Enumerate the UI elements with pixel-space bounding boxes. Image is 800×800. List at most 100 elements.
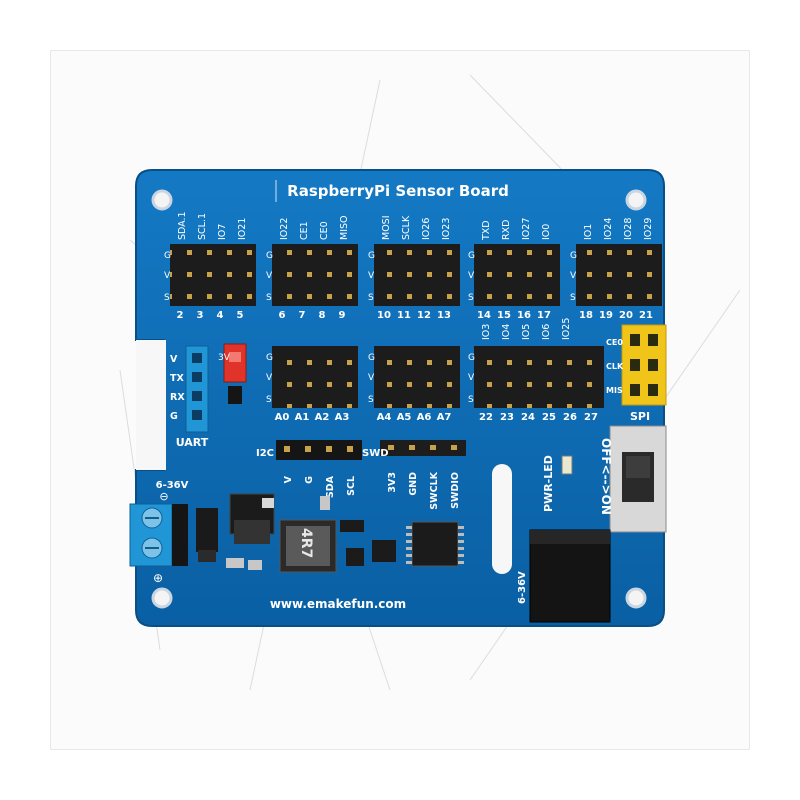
- row-mark-g: G: [368, 251, 375, 261]
- analog-pin-label: A2: [315, 412, 330, 423]
- pin-function-label: IO27: [521, 218, 532, 240]
- io-function-label: IO25: [561, 318, 572, 340]
- uart-row-label: TX: [170, 373, 184, 384]
- swd-pin-label: SWDIO: [450, 472, 461, 509]
- screw-terminal[interactable]: [129, 503, 188, 567]
- swd-header[interactable]: [380, 440, 466, 456]
- row-mark-v: V: [368, 373, 375, 383]
- spi-row-label: MIS: [606, 386, 623, 395]
- io-function-label: IO6: [541, 324, 552, 340]
- i2c-header[interactable]: [276, 440, 362, 460]
- io-pin-number: 22: [479, 412, 493, 423]
- pin-function-label: SDA.1: [177, 211, 188, 240]
- io-header-block[interactable]: [474, 346, 604, 408]
- inductor-label: 4R7: [298, 528, 314, 558]
- barrel-jack[interactable]: [529, 529, 611, 623]
- pin-number-label: 17: [537, 310, 551, 321]
- pin-function-label: IO0: [541, 224, 552, 240]
- pin-function-label: MISO: [339, 215, 350, 240]
- io-function-label: IO4: [501, 324, 512, 340]
- uart-row-labels: V TX RX G: [170, 354, 185, 422]
- pin-number-label: 10: [377, 310, 391, 321]
- pin-number-label: 21: [639, 310, 653, 321]
- row-mark-s: S: [570, 293, 576, 303]
- mount-holes: [151, 189, 647, 609]
- swd-pin-label: SWCLK: [429, 471, 440, 509]
- pin-number-label: 9: [339, 310, 346, 321]
- row-mark-v: V: [266, 271, 273, 281]
- i2c-pin-label: SDA: [325, 475, 336, 498]
- header-block[interactable]: [272, 244, 358, 306]
- plus-symbol: ⊕: [153, 571, 163, 585]
- red-jumper[interactable]: [223, 343, 247, 404]
- pin-number-label: 14: [477, 310, 491, 321]
- i2c-pin-label: V: [283, 475, 294, 483]
- analog-pin-label: A7: [437, 412, 452, 423]
- pin-number-label: 8: [319, 310, 326, 321]
- pin-number-label: 19: [599, 310, 613, 321]
- analog-pin-label: A4: [377, 412, 392, 423]
- pin-number-label: 18: [579, 310, 593, 321]
- header-block[interactable]: [170, 244, 256, 306]
- pin-number-label: 6: [279, 310, 286, 321]
- row-mark-g: G: [266, 251, 273, 261]
- uart-3v-label: 3V: [218, 353, 231, 363]
- row-mark-s: S: [164, 293, 170, 303]
- pin-function-label: CE0: [319, 221, 330, 240]
- website-label: www.emakefun.com: [270, 597, 406, 611]
- row-mark-s: S: [468, 395, 474, 405]
- pin-function-label: IO28: [623, 218, 634, 240]
- row-mark-g: G: [468, 251, 475, 261]
- row-mark-g: G: [368, 353, 375, 363]
- uart-label: UART: [176, 436, 209, 449]
- analog-pin-label: A5: [397, 412, 412, 423]
- i2c-pin-label: SCL: [346, 476, 357, 496]
- uart-row-label: G: [170, 411, 178, 422]
- pwr-led-label: PWR-LED: [542, 455, 555, 512]
- uart-row-label: V: [170, 354, 178, 365]
- analog-header-block[interactable]: [272, 346, 358, 408]
- swd-pin-label: 3V3: [387, 472, 398, 493]
- spi-header[interactable]: [621, 324, 667, 406]
- pin-function-label: IO1: [583, 224, 594, 240]
- pin-function-label: SCLK: [401, 215, 412, 240]
- header-block[interactable]: [576, 244, 662, 306]
- analog-header-block[interactable]: [374, 346, 460, 408]
- header-block[interactable]: [474, 244, 560, 306]
- row-mark-g: G: [570, 251, 577, 261]
- header-block[interactable]: [374, 244, 460, 306]
- mcu-chip: [406, 521, 464, 567]
- pin-function-label: SCL.1: [197, 213, 208, 240]
- pin-function-label: IO29: [643, 218, 654, 240]
- row-mark-v: V: [468, 271, 475, 281]
- row-mark-g: G: [164, 251, 171, 261]
- board-slot: [492, 464, 512, 574]
- row-mark-g: G: [266, 353, 273, 363]
- pwr-led: [561, 455, 573, 475]
- row-mark-v: V: [570, 271, 577, 281]
- pin-function-label: MOSI: [381, 215, 392, 240]
- analog-pin-label: A0: [275, 412, 290, 423]
- row-mark-s: S: [368, 293, 374, 303]
- pin-function-label: IO24: [603, 218, 614, 240]
- pin-number-label: 11: [397, 310, 411, 321]
- row-mark-v: V: [368, 271, 375, 281]
- uart-row-label: RX: [170, 392, 185, 403]
- power-switch[interactable]: [609, 425, 667, 533]
- pin-number-label: 3: [197, 310, 204, 321]
- row-mark-s: S: [368, 395, 374, 405]
- swd-pin-label: GND: [408, 472, 419, 496]
- analog-pin-label: A6: [417, 412, 432, 423]
- input-voltage-label: 6-36V: [156, 480, 189, 491]
- uart-header[interactable]: [185, 345, 209, 433]
- swd-pin-labels: 3V3 GND SWCLK SWDIO: [387, 471, 461, 509]
- row-mark-g: G: [468, 353, 475, 363]
- pcb-cutout: [136, 340, 166, 470]
- i2c-label: I2C: [256, 448, 274, 459]
- io-pin-number: 27: [584, 412, 598, 423]
- board-title: RaspberryPi Sensor Board: [287, 182, 509, 200]
- spi-row-label: CE0: [606, 338, 623, 347]
- io-pin-number: 24: [521, 412, 535, 423]
